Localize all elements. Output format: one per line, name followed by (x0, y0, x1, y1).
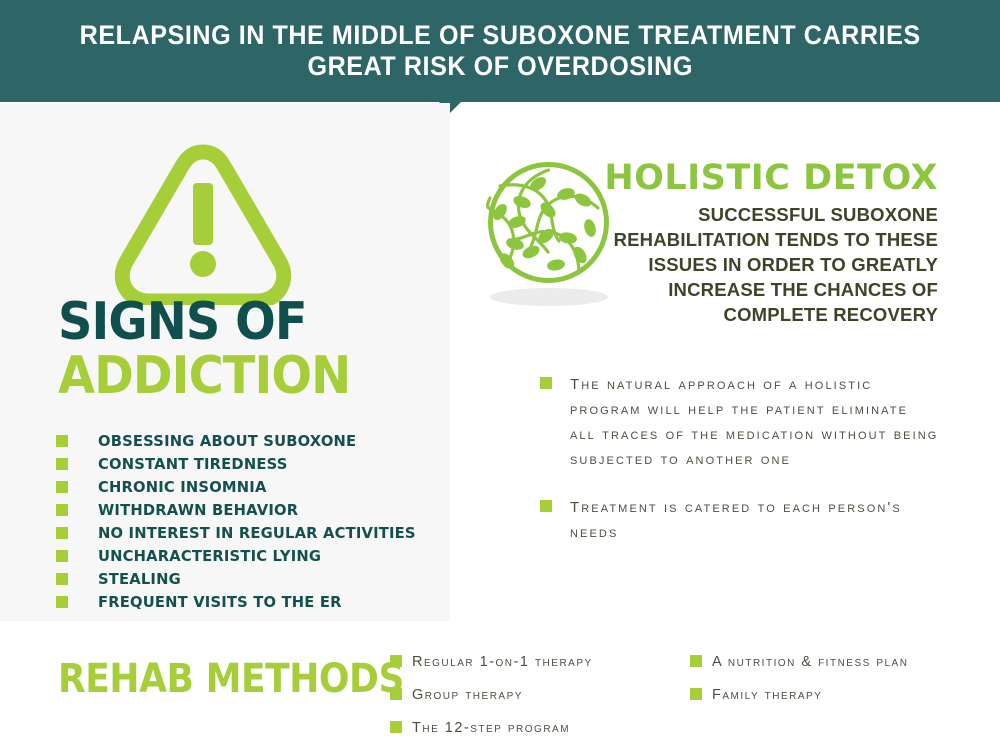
list-item: Stealing (56, 568, 446, 590)
square-bullet-icon (56, 458, 68, 470)
signs-item-label: No interest in regular activities (98, 524, 416, 542)
list-item: A nutrition & fitness plan (690, 650, 955, 674)
square-bullet-icon (56, 527, 68, 539)
signs-item-label: Obsessing about Suboxone (98, 432, 357, 450)
signs-of-addiction-heading: SIGNS OF ADDICTION (58, 292, 428, 407)
signs-list: Obsessing about Suboxone Constant tiredn… (56, 430, 446, 614)
signs-item-label: Constant tiredness (98, 455, 288, 473)
holistic-detox-block: HOLISTIC DETOX SUCCESSFUL SUBOXONE REHAB… (578, 158, 938, 327)
header-banner: RELAPSING IN THE MIDDLE OF SUBOXONE TREA… (0, 0, 1000, 102)
list-item: Uncharacteristic lying (56, 545, 446, 567)
holistic-item-label: Treatment is catered to each person's ne… (570, 499, 902, 541)
square-bullet-icon (56, 481, 68, 493)
square-bullet-icon (540, 377, 552, 389)
signs-heading-line-1: SIGNS OF (58, 292, 308, 352)
list-item: Obsessing about Suboxone (56, 430, 446, 452)
square-bullet-icon (56, 504, 68, 516)
signs-item-label: Frequent visits to the ER (98, 593, 342, 611)
leaf-wreath-icon (486, 162, 609, 283)
wreath-shadow (490, 288, 608, 306)
rehab-item-label: Regular 1-on-1 therapy (412, 654, 593, 670)
list-item: Constant tiredness (56, 453, 446, 475)
rehab-item-label: Group therapy (412, 687, 523, 703)
square-bullet-icon (690, 688, 702, 700)
list-item: Group therapy (390, 683, 670, 707)
square-bullet-icon (56, 435, 68, 447)
list-item: Regular 1-on-1 therapy (390, 650, 670, 674)
square-bullet-icon (390, 688, 402, 700)
list-item: The 12-Step program (390, 716, 670, 740)
signs-item-label: Chronic insomnia (98, 478, 267, 496)
holistic-bullet-list: The natural approach of a holistic progr… (540, 372, 940, 568)
rehab-item-label: A nutrition & fitness plan (712, 654, 909, 670)
square-bullet-icon (56, 573, 68, 585)
header-notch-triangle (439, 102, 461, 113)
list-item: Withdrawn behavior (56, 499, 446, 521)
rehab-methods-column-1: Regular 1-on-1 therapy Group therapy The… (390, 650, 670, 749)
rehab-item-label: The 12-Step program (412, 720, 571, 736)
signs-item-label: Uncharacteristic lying (98, 547, 322, 565)
header-title-line-1: RELAPSING IN THE MIDDLE OF SUBOXONE TREA… (79, 20, 921, 50)
square-bullet-icon (690, 655, 702, 667)
holistic-detox-title: HOLISTIC DETOX (604, 158, 938, 198)
rehab-item-label: Family therapy (712, 687, 823, 703)
signs-item-label: Stealing (98, 570, 181, 588)
square-bullet-icon (390, 721, 402, 733)
rehab-methods-column-2: A nutrition & fitness plan Family therap… (690, 650, 955, 716)
list-item: No interest in regular activities (56, 522, 446, 544)
signs-item-label: Withdrawn behavior (98, 501, 299, 519)
holistic-detox-subtitle: SUCCESSFUL SUBOXONE REHABILITATION TENDS… (613, 204, 938, 325)
list-item: Chronic insomnia (56, 476, 446, 498)
list-item: Family therapy (690, 683, 955, 707)
holistic-item-label: The natural approach of a holistic progr… (570, 376, 939, 468)
square-bullet-icon (56, 596, 68, 608)
signs-of-addiction-panel (0, 103, 450, 621)
rehab-methods-title: REHAB METHODS (58, 656, 404, 702)
header-title-line-2: GREAT RISK OF OVERDOSING (307, 51, 693, 81)
list-item: Frequent visits to the ER (56, 591, 446, 613)
square-bullet-icon (540, 500, 552, 512)
list-item: The natural approach of a holistic progr… (540, 372, 940, 472)
signs-heading-line-2: ADDICTION (58, 346, 351, 407)
warning-triangle-icon (114, 144, 292, 305)
square-bullet-icon (390, 655, 402, 667)
square-bullet-icon (56, 550, 68, 562)
list-item: Treatment is catered to each person's ne… (540, 495, 940, 545)
